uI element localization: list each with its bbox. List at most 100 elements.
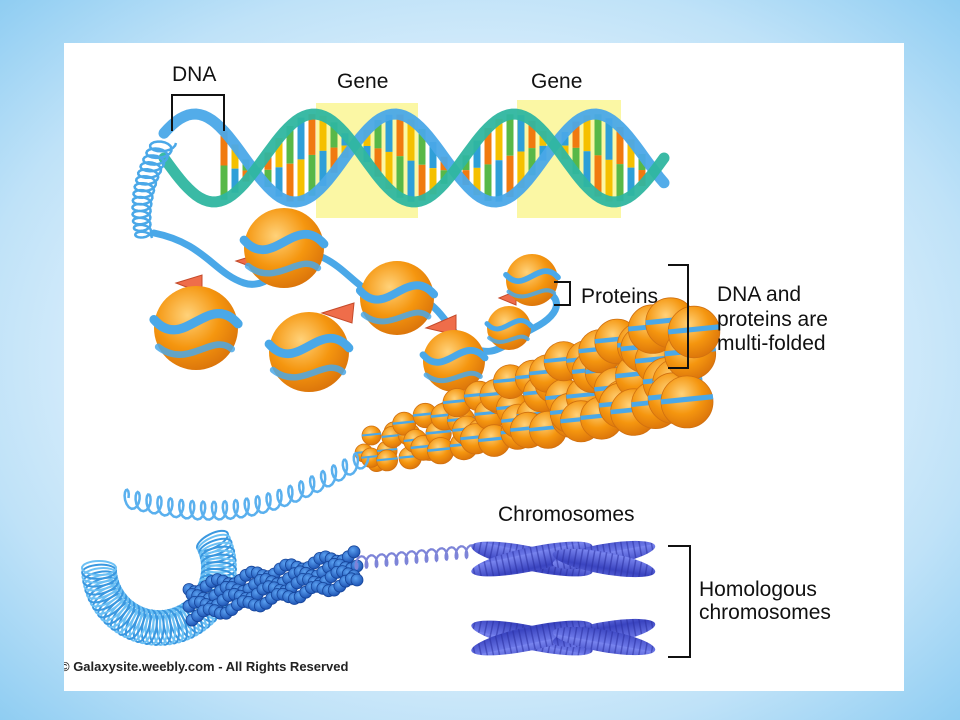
base-pair — [385, 114, 393, 152]
loop-coil — [81, 560, 117, 576]
base-pair — [319, 150, 327, 186]
nucleosome-wrap — [355, 281, 439, 304]
base-pair — [286, 163, 294, 202]
homologous-bracket — [668, 545, 691, 658]
base-pair — [319, 115, 327, 151]
base-pair — [418, 164, 426, 201]
base-pair — [231, 168, 239, 193]
base-pair — [528, 148, 536, 176]
base-pair — [495, 160, 503, 202]
base-pair — [517, 115, 525, 152]
multi-folded-bracket — [668, 264, 689, 369]
base-pair — [594, 155, 602, 197]
nucleosome — [506, 254, 558, 306]
base-pair — [374, 148, 382, 177]
nucleosome-wrap — [244, 260, 322, 277]
chromosome-upper — [471, 540, 656, 578]
nucleosome-wrap — [149, 309, 243, 335]
base-pair — [220, 165, 228, 200]
fiber-wrap — [667, 324, 720, 335]
chromosomes-label: Chromosomes — [498, 503, 635, 526]
base-pair — [330, 147, 338, 173]
base-pair — [297, 117, 305, 160]
nucleosome-wrap — [419, 347, 489, 366]
base-pair — [407, 160, 415, 202]
slide-panel: DNA Gene Gene Proteins DNA and proteins … — [64, 43, 904, 691]
nucleosome-wrap — [487, 334, 530, 344]
multi-folded-label-line1: DNA and — [717, 283, 801, 306]
base-pair — [484, 127, 492, 165]
nucleosome — [244, 208, 324, 288]
base-pair — [616, 164, 624, 202]
multi-folded-label-line3: multi-folded — [717, 332, 826, 355]
base-pair — [627, 139, 635, 168]
nucleosome-wrap — [423, 370, 483, 384]
base-pair — [583, 151, 591, 188]
chromosome-lower — [471, 618, 656, 656]
base-pair — [264, 169, 272, 188]
base-pair — [374, 120, 382, 149]
nucleosome — [487, 306, 531, 350]
fiber-wrap — [660, 394, 714, 405]
base-pair — [308, 114, 316, 155]
loop-coil — [82, 570, 118, 588]
nucleosome — [423, 330, 485, 392]
proteins-label: Proteins — [581, 285, 658, 308]
base-pair — [528, 120, 536, 149]
copyright-text: © Galaxysite.weebly.com - All Rights Res… — [64, 659, 349, 674]
base-pair — [517, 151, 525, 189]
nucleosome — [269, 312, 349, 392]
base-pair — [583, 115, 591, 152]
base-pair — [594, 114, 602, 156]
base-pair — [297, 159, 305, 202]
nucleosome-wrap — [360, 309, 432, 325]
fiber-wrap — [425, 429, 452, 435]
dna-double-helix — [158, 108, 670, 208]
chromatin-bead — [347, 545, 361, 559]
base-pair — [627, 167, 635, 196]
base-pair — [506, 155, 514, 198]
base-pair — [396, 114, 404, 157]
base-pair — [484, 164, 492, 201]
base-pair — [616, 126, 624, 165]
dna-coil-lower — [123, 451, 370, 521]
nucleosomes — [149, 208, 561, 392]
dna-coil-upper — [131, 140, 178, 239]
base-pair — [605, 118, 613, 160]
base-pair — [495, 118, 503, 161]
base-pair — [220, 131, 228, 166]
base-pair — [407, 119, 415, 161]
nucleosome — [360, 261, 434, 335]
helix-backbone-back — [158, 108, 670, 208]
base-pair — [605, 159, 613, 202]
homologous-label-line1: Homologous — [699, 578, 817, 601]
base-pair — [473, 140, 481, 168]
nucleosome-wrap — [239, 229, 329, 255]
homologous-label-line2: chromosomes — [699, 601, 831, 624]
gene-label-right: Gene — [531, 70, 582, 93]
base-pair — [418, 129, 426, 165]
nucleosome-wrap — [506, 288, 557, 299]
fiber-wrap — [361, 432, 382, 437]
base-pair — [385, 151, 393, 190]
base-pair — [572, 147, 580, 175]
base-pair — [330, 122, 338, 148]
nucleosome-wrap — [264, 333, 354, 359]
chromatin-thread — [354, 544, 479, 571]
gene-label-left: Gene — [337, 70, 388, 93]
base-pair — [231, 144, 239, 169]
dna-bracket — [171, 94, 225, 131]
fiber-wrap — [392, 420, 416, 425]
dna-to-chromosome-diagram: DNA Gene Gene Proteins DNA and proteins … — [64, 63, 831, 674]
fiber-wrap — [376, 457, 398, 462]
base-pair — [308, 154, 316, 196]
base-pair — [572, 121, 580, 148]
base-pair — [275, 138, 283, 168]
base-pair — [473, 167, 481, 196]
base-pair — [506, 114, 514, 156]
base-pair — [396, 156, 404, 198]
helix-backbone-front — [158, 108, 670, 208]
chromatin-bead — [350, 573, 364, 587]
dna-label: DNA — [172, 63, 216, 86]
base-pair — [429, 168, 437, 195]
